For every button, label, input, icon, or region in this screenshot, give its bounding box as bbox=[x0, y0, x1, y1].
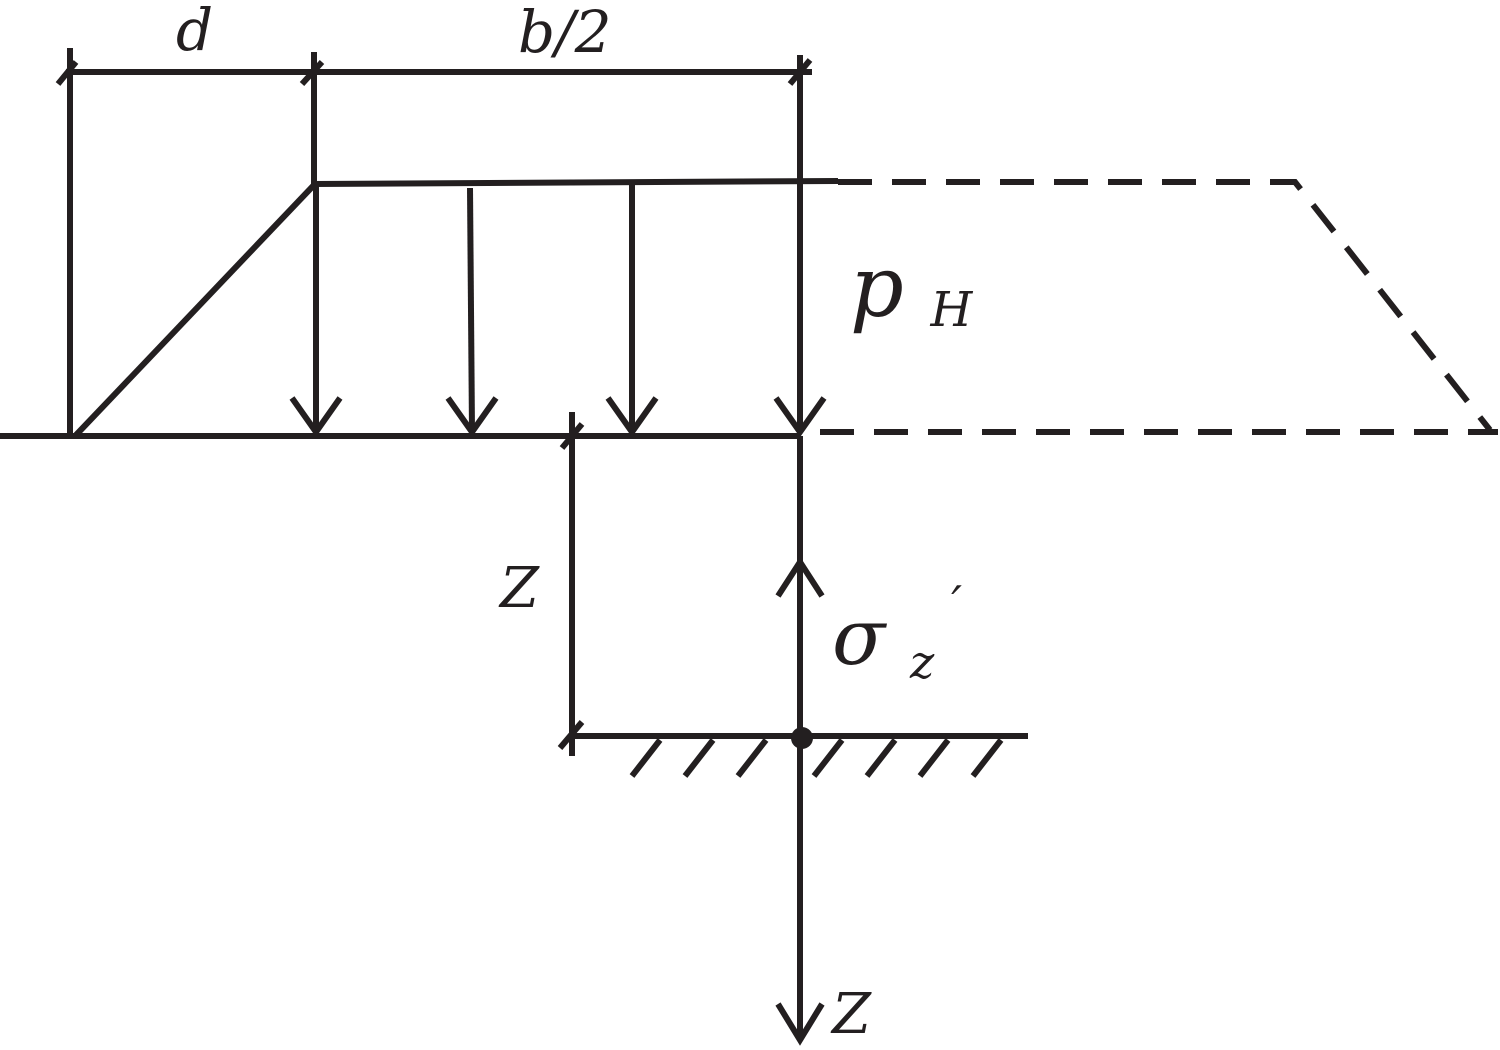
embankment-crest bbox=[313, 178, 839, 187]
load-arrow bbox=[773, 55, 827, 438]
load-arrow bbox=[445, 187, 499, 438]
load-symbol: p bbox=[850, 238, 904, 336]
z-axis-arrow bbox=[775, 736, 825, 1046]
stress-prime: ′ bbox=[951, 576, 962, 632]
label-d: d bbox=[176, 0, 213, 64]
depth-dimension-line bbox=[557, 412, 585, 756]
ground-hatching bbox=[629, 738, 1004, 778]
embankment-slope bbox=[73, 182, 317, 438]
label-stress-sigma-z: σ z ′ bbox=[832, 576, 962, 697]
stress-arrow bbox=[775, 436, 825, 736]
label-half-b: b/2 bbox=[518, 0, 612, 66]
load-subscript: H bbox=[929, 282, 973, 338]
load-arrow bbox=[289, 184, 343, 438]
top-dimension-line bbox=[55, 58, 813, 87]
label-axis-Z: Z bbox=[830, 982, 872, 1047]
stress-symbol: σ bbox=[832, 593, 887, 683]
label-depth-Z: Z bbox=[498, 556, 540, 621]
stress-subscript: z bbox=[909, 635, 935, 689]
load-arrow bbox=[605, 184, 659, 438]
label-load-pH: p H bbox=[850, 238, 973, 338]
embankment-mirror-dashed bbox=[838, 179, 1493, 432]
